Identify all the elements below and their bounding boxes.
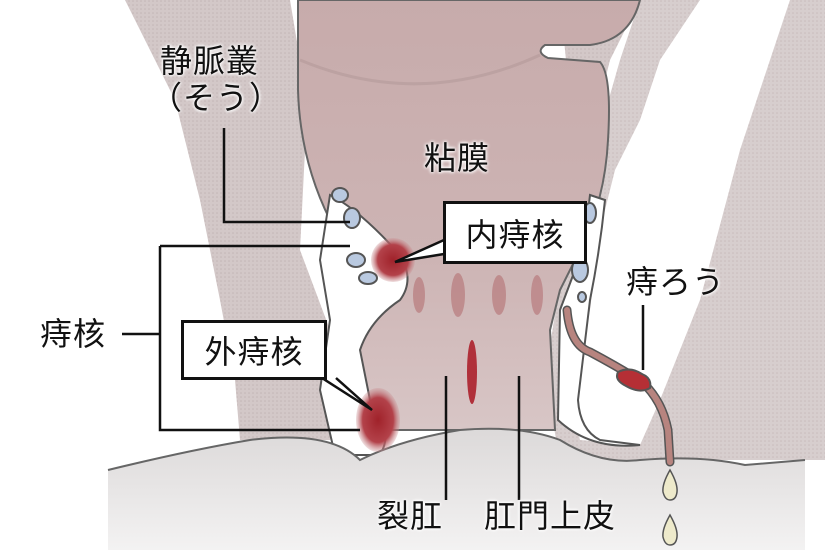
label-anal-fistula: 痔ろう bbox=[626, 263, 726, 301]
venous-plexus bbox=[331, 187, 597, 303]
external-callout-tail bbox=[321, 376, 373, 412]
leader-lines bbox=[122, 128, 645, 500]
label-anal-fissure: 裂肛 bbox=[377, 497, 444, 535]
label-venous-plexus: 静脈叢 bbox=[160, 42, 260, 80]
label-mucosa: 粘膜 bbox=[424, 139, 491, 177]
anal-columns bbox=[413, 273, 543, 317]
fistula-abscess bbox=[616, 368, 652, 392]
external-hemorrhoid bbox=[356, 388, 400, 452]
label-anal-epithelium: 肛門上皮 bbox=[484, 497, 617, 535]
internal-callout-tail bbox=[394, 238, 445, 264]
label-external-hemorrhoid: 外痔核 bbox=[181, 320, 327, 380]
label-venous-plexus-reading: （そう） bbox=[150, 79, 283, 117]
discharge-drop-1 bbox=[662, 468, 678, 501]
skin-region bbox=[108, 428, 805, 550]
internal-hemorrhoid bbox=[371, 238, 415, 282]
label-hemorrhoid: 痔核 bbox=[40, 315, 107, 353]
anal-fissure bbox=[467, 340, 477, 404]
label-internal-hemorrhoid: 内痔核 bbox=[443, 201, 587, 264]
discharge-drop-2 bbox=[662, 513, 678, 546]
